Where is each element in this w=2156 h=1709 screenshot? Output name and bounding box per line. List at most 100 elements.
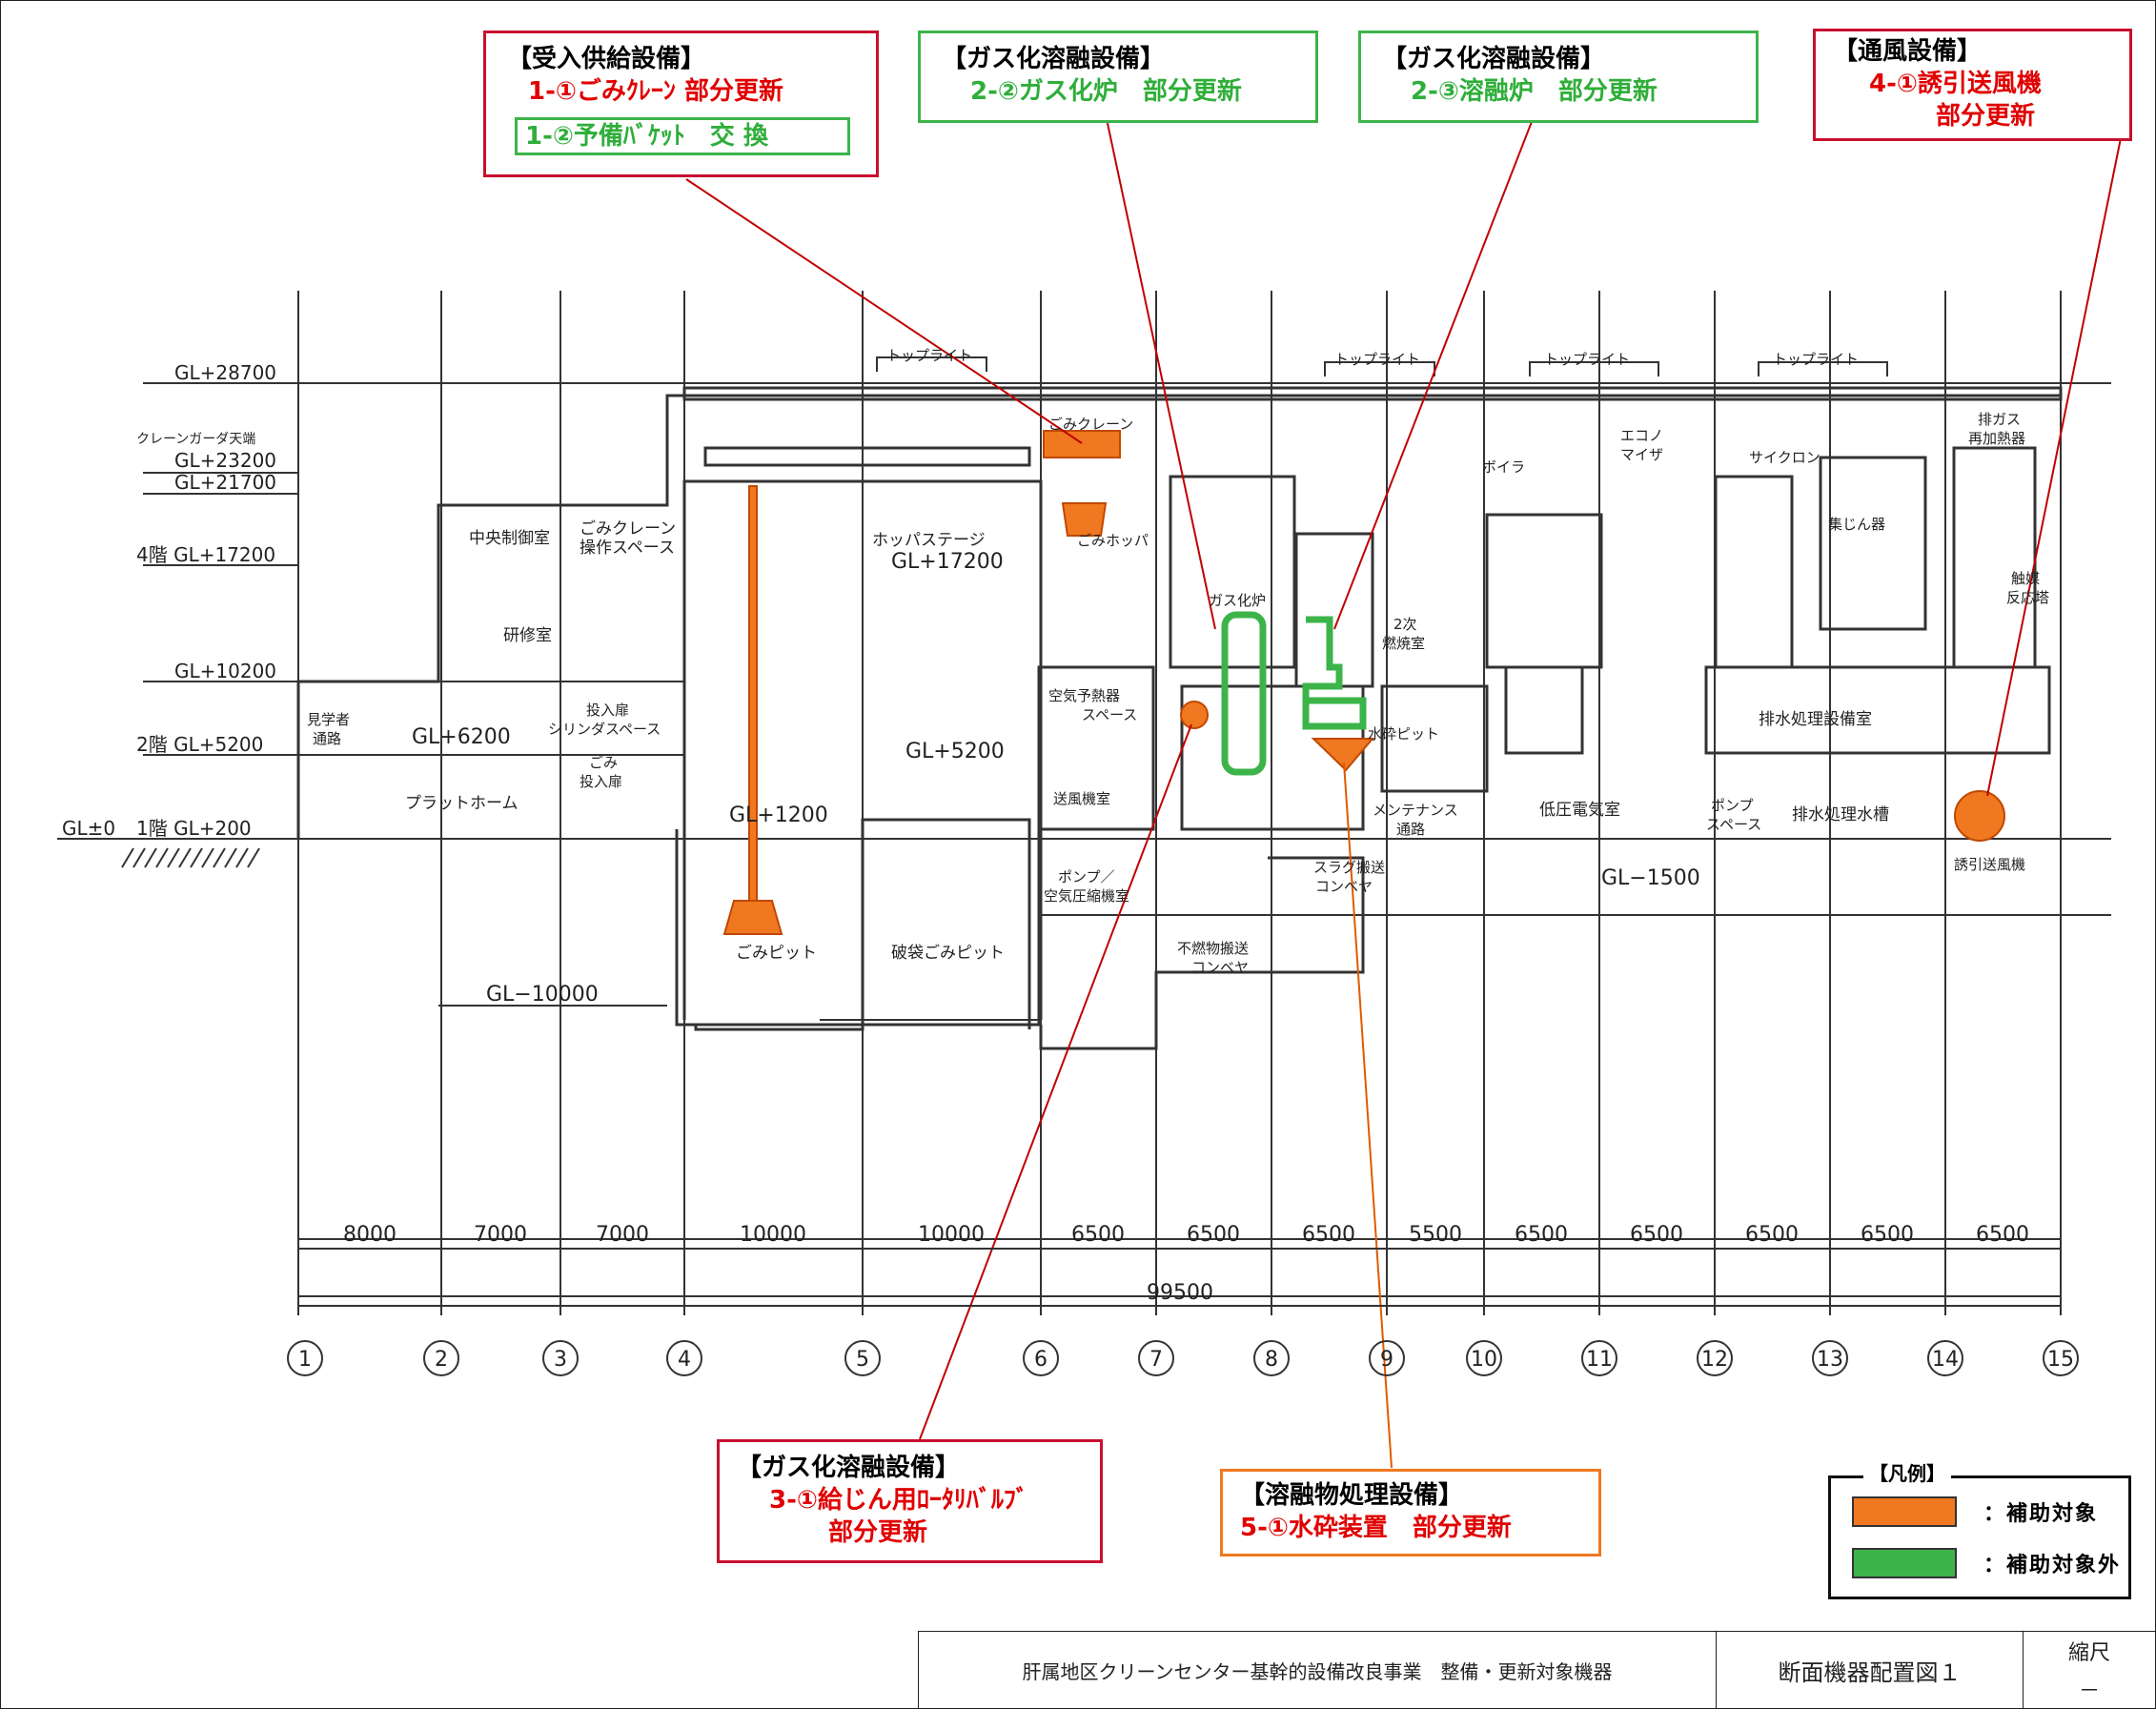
subsidy-equipment <box>722 430 2005 935</box>
callout-gasifier-item: 2-②ガス化炉 部分更新 <box>970 77 1242 106</box>
room-crane-operation-1: ごみクレーン <box>580 519 676 539</box>
axis-labels: 1 2 3 4 5 6 7 8 9 10 11 12 13 14 15 <box>298 1348 2074 1372</box>
level-labels: GL+28700 クレーンガーダ天端 GL+23200 GL+21700 4階 … <box>62 361 276 840</box>
span-label: 6500 <box>1745 1223 1799 1247</box>
span-label: 6500 <box>1861 1223 1914 1247</box>
axis-label: 9 <box>1380 1348 1393 1372</box>
room-economizer-2: マイザ <box>1620 446 1663 463</box>
legend-row-subsidy: ：補助対象 <box>1852 1495 2098 1528</box>
room-slag-2: コンベヤ <box>1315 878 1373 895</box>
melter-outline <box>1302 616 1367 730</box>
room-cyclone: サイクロン <box>1749 449 1820 466</box>
room-gl6200: GL+6200 <box>412 725 511 749</box>
axis-label: 8 <box>1265 1348 1278 1372</box>
title-block: 肝属地区クリーンセンター基幹的設備改良事業 整備・更新対象機器 断面機器配置図１… <box>918 1631 2155 1708</box>
ground-hatch <box>121 847 260 868</box>
legend-label-non-subsidy: ：補助対象外 <box>1983 1554 2122 1577</box>
callout-ventilation: 【通風設備】 4-①誘引送風機 部分更新 <box>1813 29 2132 141</box>
room-gl-minus-10000: GL−10000 <box>486 983 599 1007</box>
room-secondary-1: 2次 <box>1393 616 1417 633</box>
legend-swatch-subsidy <box>1852 1496 1957 1527</box>
room-crane: ごみクレーン <box>1048 416 1133 433</box>
room-pump-space-2: スペース <box>1706 816 1761 833</box>
room-maint-1: メンテナンス <box>1373 802 1458 819</box>
total-span-label: 99500 <box>1147 1281 1213 1305</box>
level-gl23200: GL+23200 <box>174 449 276 472</box>
room-reheater-2: 再加熱器 <box>1968 430 2025 447</box>
span-label: 6500 <box>1976 1223 2029 1247</box>
room-crushed-pit: 破袋ごみピット <box>891 944 1005 963</box>
room-labels: 中央制御室 ごみクレーン 操作スペース 研修室 見学者 通路 GL+6200 投… <box>307 347 2049 1007</box>
span-label: 6500 <box>1515 1223 1568 1247</box>
room-fan: 誘引送風機 <box>1954 856 2025 873</box>
room-platform: プラットホーム <box>405 794 519 813</box>
room-low-voltage: 低圧電気室 <box>1539 801 1620 820</box>
pit-walls <box>675 829 1041 1027</box>
legend-swatch-non-subsidy <box>1852 1548 1957 1578</box>
level-gl28700: GL+28700 <box>174 361 276 384</box>
room-cylinder-2: シリンダスペース <box>548 721 661 738</box>
room-incombustible-1: 不燃物搬送 <box>1177 940 1249 957</box>
span-label: 6500 <box>1071 1223 1125 1247</box>
room-air-preheater-2: スペース <box>1082 706 1137 723</box>
span-label: 6500 <box>1630 1223 1683 1247</box>
room-visitor-2: 通路 <box>313 730 341 747</box>
callout-slag: 【溶融物処理設備】 5-①水砕装置 部分更新 <box>1220 1469 1601 1556</box>
level-lines <box>57 382 2111 1297</box>
axis-bubbles <box>287 1340 2079 1376</box>
level-gl5200: 2階 GL+5200 <box>136 733 263 756</box>
grid-lines <box>297 291 2062 1315</box>
room-catalyst-1: 触媒 <box>2011 570 2040 587</box>
span-labels: 8000 7000 7000 10000 10000 6500 6500 650… <box>343 1223 2029 1305</box>
callout-rotary-valve: 【ガス化溶融設備】 3-①給じん用ﾛｰﾀﾘﾊﾞﾙﾌﾞ 部分更新 <box>717 1439 1103 1563</box>
building-outline <box>296 386 2063 1050</box>
rotary-valve <box>1180 701 1209 729</box>
toplight-4: トップライト <box>1773 351 1859 368</box>
crane-rope <box>748 485 758 906</box>
induced-fan <box>1954 790 2005 842</box>
toplight-3: トップライト <box>1544 351 1630 368</box>
room-chute-2: 投入扉 <box>580 773 622 790</box>
room-crane-operation-2: 操作スペース <box>580 539 675 558</box>
title-project: 肝属地区クリーンセンター基幹的設備改良事業 整備・更新対象機器 <box>919 1632 1717 1708</box>
toplight-1: トップライト <box>886 347 972 364</box>
callout-receiving-item2: 1-②予備ﾊﾞｹｯﾄ 交 換 <box>515 117 850 155</box>
room-secondary-2: 燃焼室 <box>1382 635 1425 652</box>
room-economizer-1: エコノ <box>1620 427 1663 444</box>
crane-trolley <box>1043 430 1121 458</box>
span-label: 7000 <box>596 1223 649 1247</box>
title-scale-label: 縮尺 <box>2067 1641 2110 1665</box>
axis-label: 14 <box>1932 1348 1959 1372</box>
room-dust: 集じん器 <box>1828 516 1885 533</box>
callout-ventilation-title: 【通風設備】 <box>1833 37 1983 66</box>
room-water-treat: 排水処理設備室 <box>1759 710 1872 729</box>
room-boiler: ボイラ <box>1482 458 1525 476</box>
callout-ventilation-item-2: 部分更新 <box>1936 102 2036 131</box>
span-label: 6500 <box>1187 1223 1240 1247</box>
non-subsidy-equipment <box>1221 611 1367 776</box>
room-air-preheater-1: 空気予熱器 <box>1048 687 1120 704</box>
axis-label: 3 <box>554 1348 567 1372</box>
callout-melter-item: 2-③溶融炉 部分更新 <box>1411 77 1658 106</box>
room-central-control: 中央制御室 <box>469 529 550 548</box>
axis-label: 15 <box>2047 1348 2074 1372</box>
callout-rotary-valve-item-2: 部分更新 <box>828 1518 928 1547</box>
crane-grab-upper <box>1061 502 1108 537</box>
room-slag-1: スラグ搬送 <box>1313 859 1385 876</box>
title-scale-value: － <box>2078 1679 2100 1703</box>
callout-receiving: 【受入供給設備】 1-①ごみｸﾚｰﾝ 部分更新 1-②予備ﾊﾞｹｯﾄ 交 換 <box>483 31 879 177</box>
room-hopper-stage: ホッパステージ <box>872 531 986 550</box>
gasifier-outline <box>1221 611 1267 776</box>
room-gl-minus-1500: GL−1500 <box>1601 866 1700 890</box>
room-blower: 送風機室 <box>1053 790 1110 807</box>
dimension-lines <box>298 1248 2061 1307</box>
room-incombustible-2: コンベヤ <box>1191 959 1249 976</box>
span-label: 10000 <box>918 1223 985 1247</box>
leader-lines-orange <box>1343 762 1393 1469</box>
water-crush-cone <box>1311 738 1375 772</box>
room-hopper: ごみホッパ <box>1077 532 1149 549</box>
level-gl200: 1階 GL+200 <box>136 817 252 840</box>
title-drawing: 断面機器配置図１ <box>1717 1632 2024 1708</box>
legend-row-non-subsidy: ：補助対象外 <box>1852 1547 2121 1579</box>
